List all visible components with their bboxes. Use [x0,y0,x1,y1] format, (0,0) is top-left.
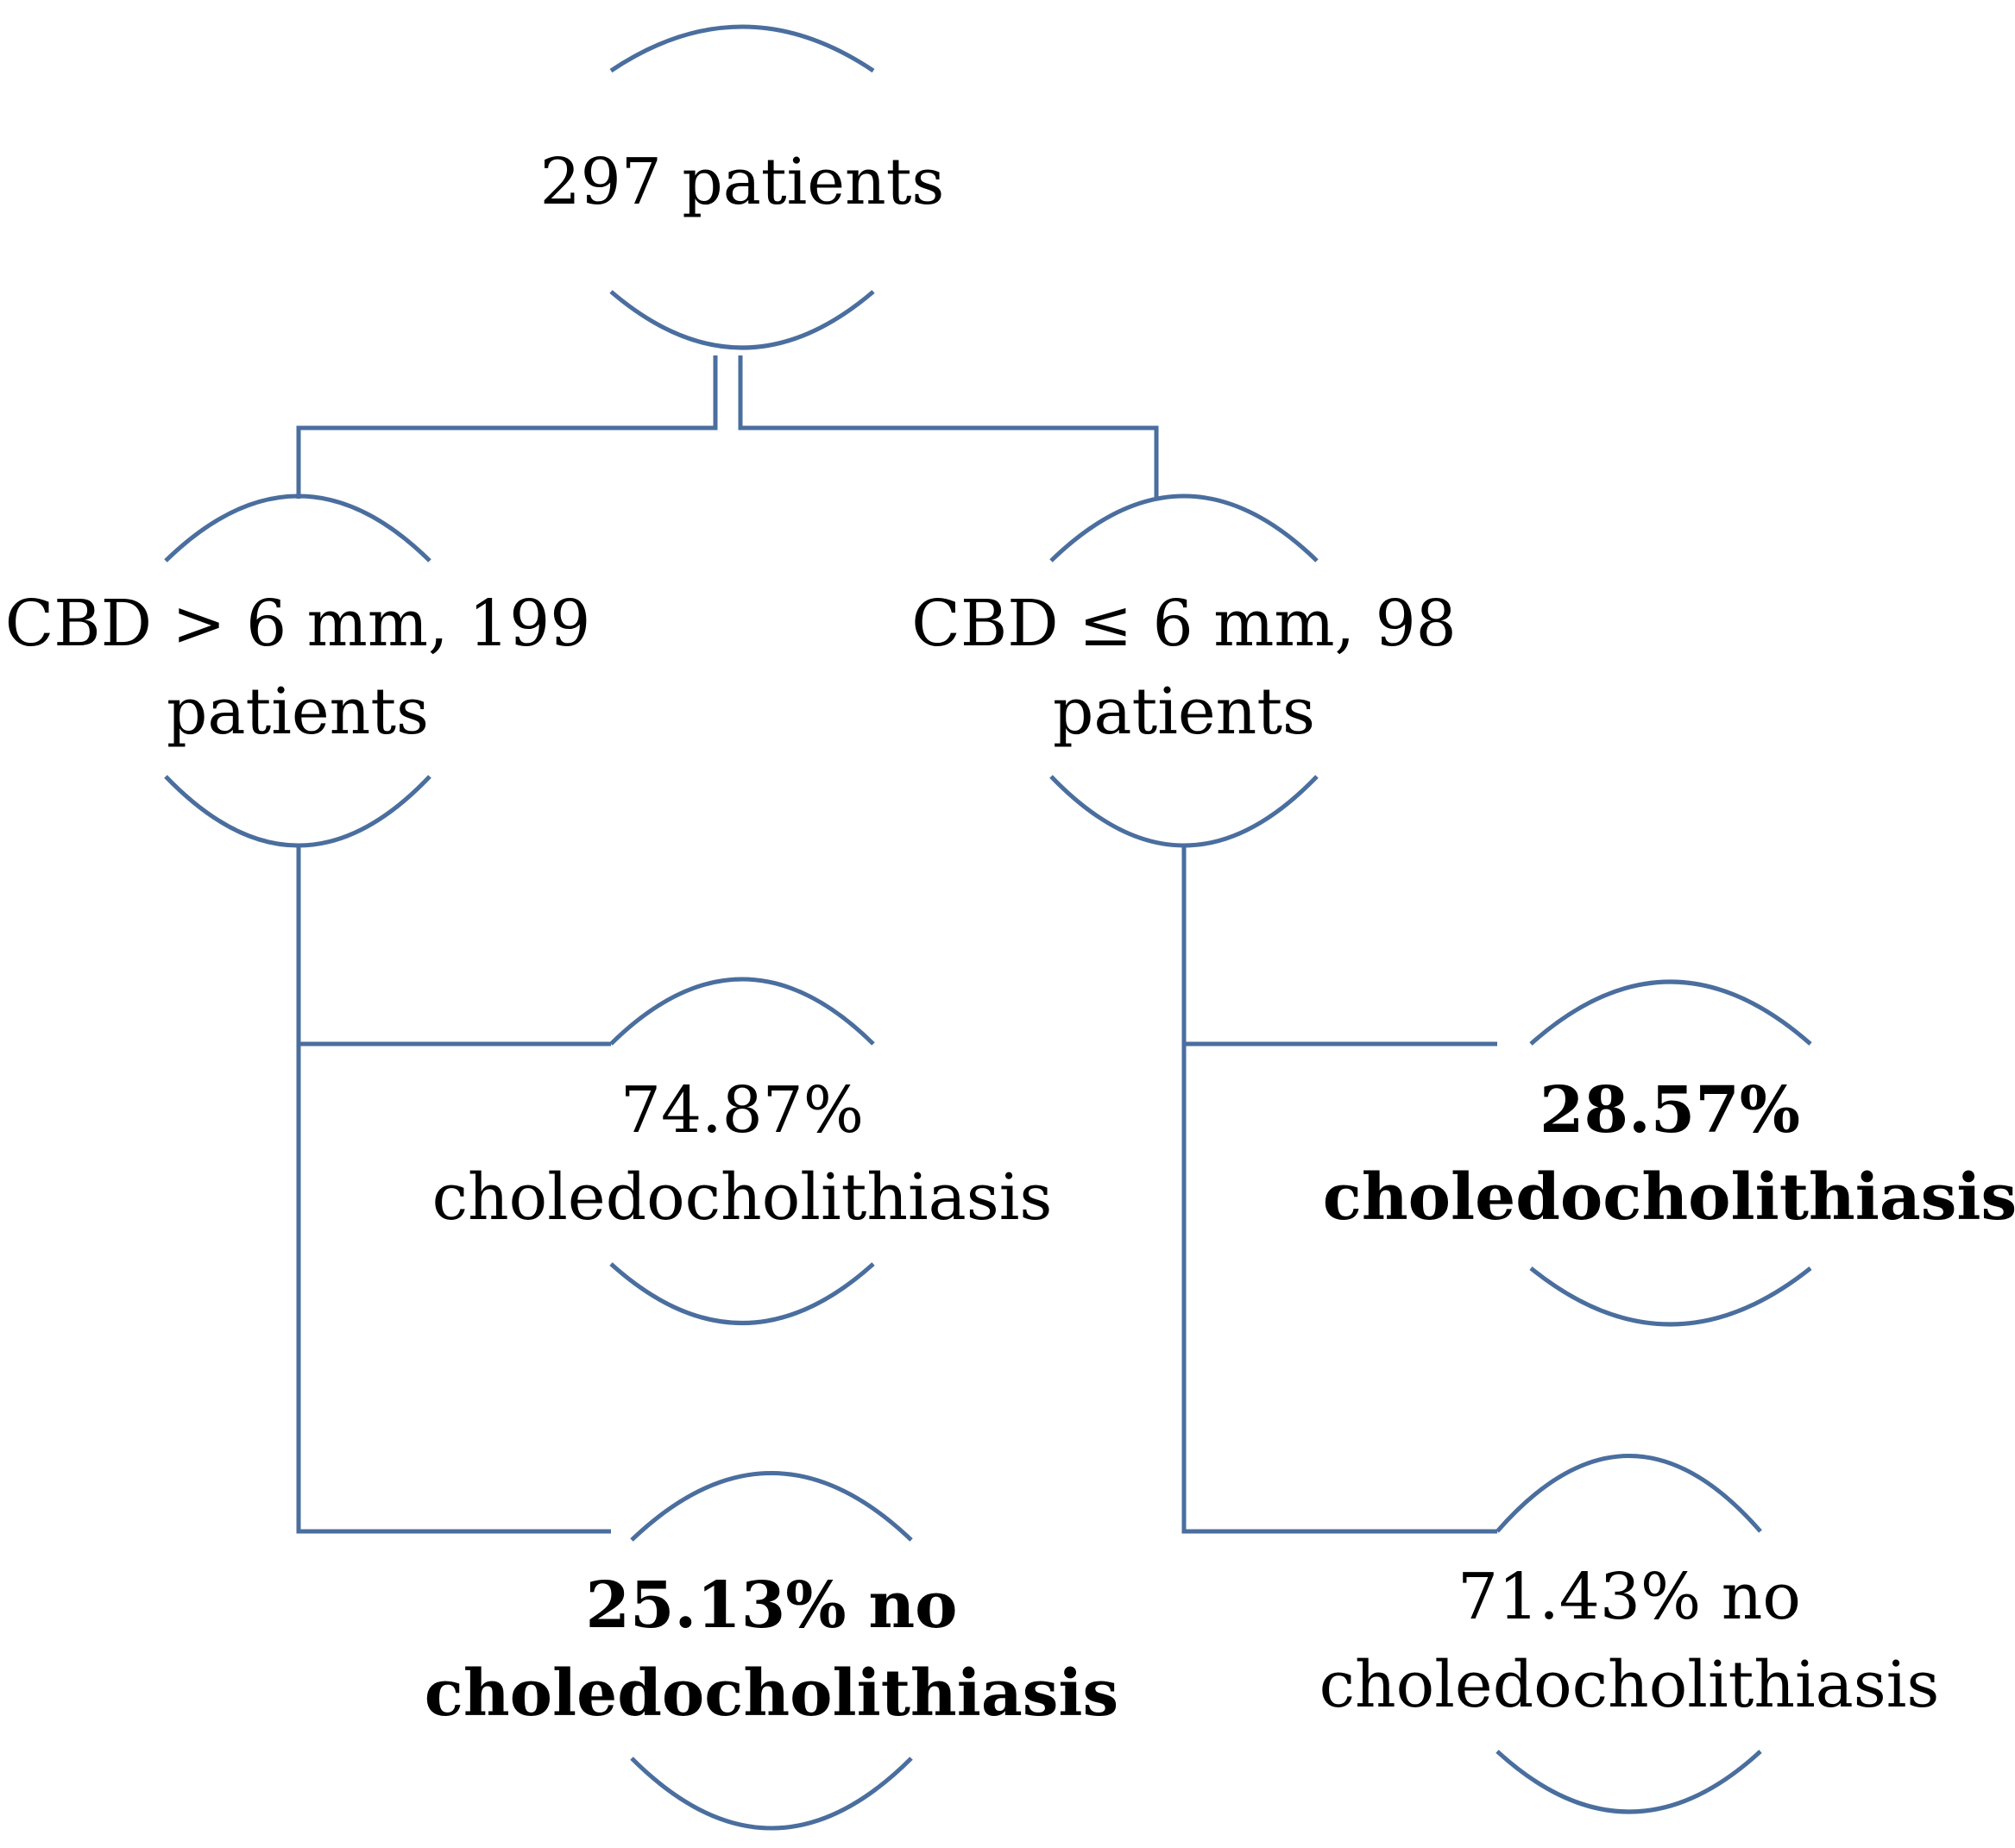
left-branch-top-arc [164,493,431,563]
right-outcome-positive-line1: 28.57% [1540,1073,1800,1147]
root-node-bottom-arc [609,290,875,350]
left-outcome-positive-top-arc [609,977,875,1046]
right-branch-label-line2: patients [1053,675,1315,749]
right-branch-node: CBD ≤ 6 mm, 98 patients [911,493,1457,848]
right-outcome-connectors [1181,844,1497,1534]
left-outcome-positive-line2: choledocholithiasis [432,1160,1053,1235]
left-outcome-negative-node: 25.13% no choledocholithiasis [425,1471,1118,1831]
left-outcome-negative-bottom-arc [630,1757,913,1831]
right-outcome-positive-line2: choledocholithiasis [1323,1160,2015,1235]
right-outcome-negative-top-arc [1496,1454,1762,1533]
root-node-label: 297 patients [540,145,945,219]
connector-root-to-left [296,355,718,499]
left-outcome-connectors [296,844,611,1534]
right-branch-top-arc [1049,493,1319,563]
left-branch-bottom-arc [164,775,431,848]
right-outcome-positive-top-arc [1529,979,1812,1046]
right-outcome-negative-line2: choledocholithiasis [1319,1648,1940,1722]
right-outcome-positive-bottom-arc [1529,1267,1812,1327]
root-split-connectors [296,355,1159,499]
right-outcome-negative-bottom-arc [1496,1750,1762,1814]
connector-root-to-right [738,355,1159,499]
left-outcome-positive-node: 74.87% choledocholithiasis [432,977,1053,1325]
left-branch-label-line2: patients [167,675,429,749]
left-outcome-positive-line1: 74.87% [620,1073,864,1147]
right-branch-bottom-arc [1049,775,1319,848]
left-branch-node: CBD > 6 mm, 199 patients [5,493,591,848]
right-outcome-negative-node: 71.43% no choledocholithiasis [1319,1454,1940,1814]
right-outcome-negative-line1: 71.43% no [1458,1560,1801,1634]
left-branch-label-line1: CBD > 6 mm, 199 [5,587,591,661]
right-branch-label-line1: CBD ≤ 6 mm, 98 [911,587,1457,661]
connector-right-trunk [1181,844,1497,1534]
root-node: 297 patients [540,24,945,350]
left-outcome-negative-top-arc [630,1471,913,1542]
left-outcome-negative-line2: choledocholithiasis [425,1656,1118,1731]
right-outcome-positive-node: 28.57% choledocholithiasis [1323,979,2015,1327]
root-node-top-arc [609,24,875,73]
connector-left-trunk [296,844,611,1534]
left-outcome-positive-bottom-arc [609,1262,875,1325]
left-outcome-negative-line1: 25.13% no [586,1568,958,1643]
